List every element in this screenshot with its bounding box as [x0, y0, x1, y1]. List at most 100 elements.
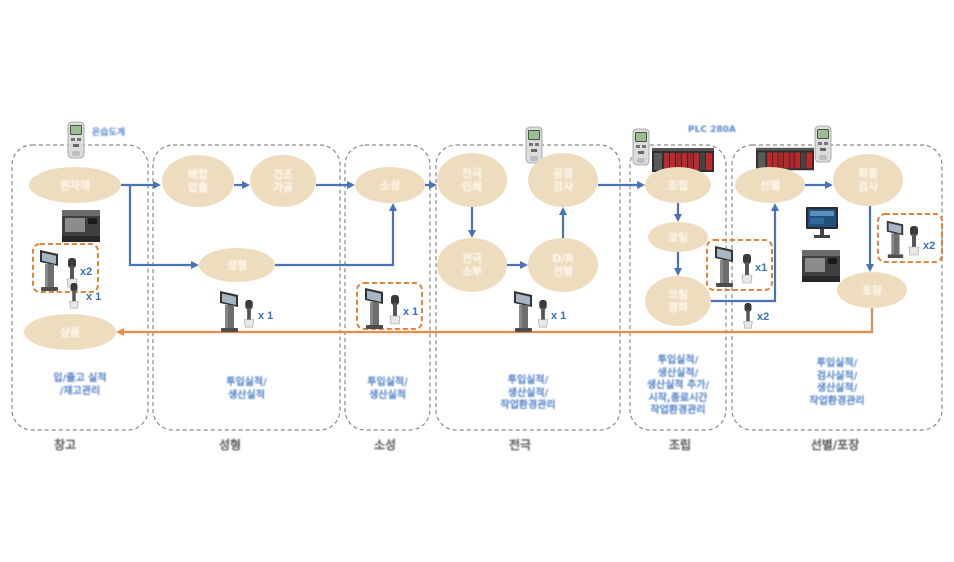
record-line: 생산실적 — [228, 389, 265, 401]
device-count: x 1 — [258, 310, 274, 322]
record-line: 투입실적/ — [816, 358, 858, 369]
barcode-scanner-icon — [244, 300, 254, 328]
kiosk-terminal-icon — [40, 250, 58, 291]
record-line: 투입실적/ — [367, 377, 408, 388]
kiosk-terminal-icon — [715, 246, 733, 287]
zone-firing — [344, 144, 431, 431]
arrowhead — [771, 203, 779, 211]
record-line: 투입실적/ — [507, 375, 549, 386]
node-product: 상품 — [24, 314, 116, 350]
zone-records-forming: 투입실적/ 생산실적 — [153, 377, 340, 402]
node-label: 상품 — [59, 325, 81, 339]
flow-curing-to-sorting — [711, 210, 777, 303]
zone-label-sorting-packing: 선별/포장 — [810, 438, 860, 452]
node-label: 원자재 — [59, 178, 91, 192]
arrowhead — [825, 181, 833, 189]
record-line: 생산실적 추가/ — [646, 380, 710, 391]
flow-arrows — [121, 183, 872, 303]
device-count: x2 — [757, 311, 770, 323]
zone-records-warehouse: 입/출고 실적 /재고관리 — [12, 373, 148, 398]
node-label: 배합 — [187, 168, 209, 181]
thermohygrometer-icon — [632, 128, 650, 166]
zone-records-electrode: 투입실적/ 생산실적/ 작업환경관리 — [436, 375, 620, 413]
device-count: x1 — [755, 262, 768, 274]
arrowhead — [520, 261, 528, 269]
device-box-warehouse — [32, 243, 99, 293]
zone-label-firing: 소성 — [373, 438, 397, 452]
device-box-packing — [877, 213, 943, 263]
return-flow-line — [123, 308, 874, 334]
thermohygrometer-icon — [67, 121, 85, 159]
node-process-inspection: 공정 검사 — [528, 153, 598, 207]
node-label: 공정 — [552, 167, 574, 180]
label-printer-icon — [802, 250, 840, 282]
zone-sorting-packing — [731, 144, 943, 431]
arrowhead — [191, 261, 199, 269]
zone-label-forming: 성형 — [218, 438, 242, 452]
node-label: 경화 — [667, 301, 689, 314]
node-final-inspection: 최종 검사 — [833, 154, 903, 206]
node-sorting: 선별 — [735, 167, 805, 203]
barcode-scanner-icon — [538, 300, 548, 328]
thermohygrometer-icon — [525, 126, 543, 164]
node-label: 최종 — [857, 167, 879, 180]
arrowhead — [866, 264, 874, 272]
barcode-scanner-icon — [741, 254, 753, 284]
arrowhead — [242, 181, 250, 189]
zone-records-assembly: 투입실적/ 생산실적/ 생산실적 추가/ 시작,종료시간 작업환경관리 — [630, 355, 726, 418]
arrowhead — [389, 203, 397, 211]
barcode-scanner-icon — [69, 283, 79, 309]
zone-forming — [152, 144, 341, 431]
node-label: 선별 — [759, 178, 781, 192]
thermohygrometer-icon — [814, 125, 832, 163]
node-dr-sorting: D/R 선별 — [528, 238, 598, 292]
record-line: 작업환경관리 — [809, 395, 865, 407]
zone-warehouse — [11, 144, 149, 431]
arrowhead — [674, 268, 682, 276]
arrowhead — [153, 181, 161, 189]
node-electrode-baking: 전극 소부 — [437, 238, 507, 292]
record-line: 투입실적/ — [657, 355, 699, 366]
kiosk-terminal-icon — [220, 291, 238, 332]
node-label: 코팅 — [667, 230, 689, 244]
barcode-scanner-icon — [743, 303, 753, 329]
record-line: 작업환경관리 — [500, 400, 556, 411]
node-label: 전극 — [461, 252, 483, 265]
node-label: D/R — [552, 252, 574, 265]
node-label: 조립 — [667, 178, 689, 192]
kiosk-terminal-icon — [886, 220, 904, 258]
node-label: 검사 — [857, 180, 879, 193]
zone-assembly — [629, 144, 727, 431]
record-line: 생산실적/ — [657, 367, 699, 379]
thermohygrometer-label: 온습도계 — [92, 128, 126, 138]
record-line: 생산실적 — [369, 389, 406, 401]
arrowhead — [429, 181, 437, 189]
barcode-scanner-icon — [908, 226, 920, 256]
zone-label-assembly: 조립 — [668, 438, 692, 452]
record-line: 생산실적/ — [816, 383, 858, 394]
plc-label: PLC 280A — [688, 125, 736, 135]
record-line: 작업환경관리 — [650, 405, 706, 416]
device-count: x 1 — [403, 306, 419, 318]
node-label: 소성 — [379, 178, 401, 192]
record-line: 시작,종료시간 — [648, 392, 708, 404]
node-label: 소부 — [461, 265, 483, 278]
zone-label-warehouse: 창고 — [53, 438, 77, 452]
node-label: 가공 — [272, 181, 294, 194]
record-line: 입/출고 실적 — [53, 373, 107, 384]
flow-arrowheads — [153, 181, 874, 276]
node-label: 인쇄 — [461, 180, 483, 193]
kiosk-terminal-icon — [365, 288, 383, 329]
barcode-scanner-icon — [389, 295, 401, 325]
zone-records-firing: 투입실적/ 생산실적 — [345, 377, 430, 402]
node-drying-processing: 건조 가공 — [250, 155, 316, 207]
return-flow-arrowhead — [116, 328, 124, 336]
node-label: 압출 — [187, 181, 209, 194]
arrowhead — [674, 214, 682, 222]
label-printer-icon — [62, 210, 100, 242]
arrowhead — [347, 181, 355, 189]
node-label: 성형 — [226, 258, 248, 272]
zone-records-sorting-packing: 투입실적/ 검사실적/ 생산실적/ 작업환경관리 — [732, 358, 942, 408]
